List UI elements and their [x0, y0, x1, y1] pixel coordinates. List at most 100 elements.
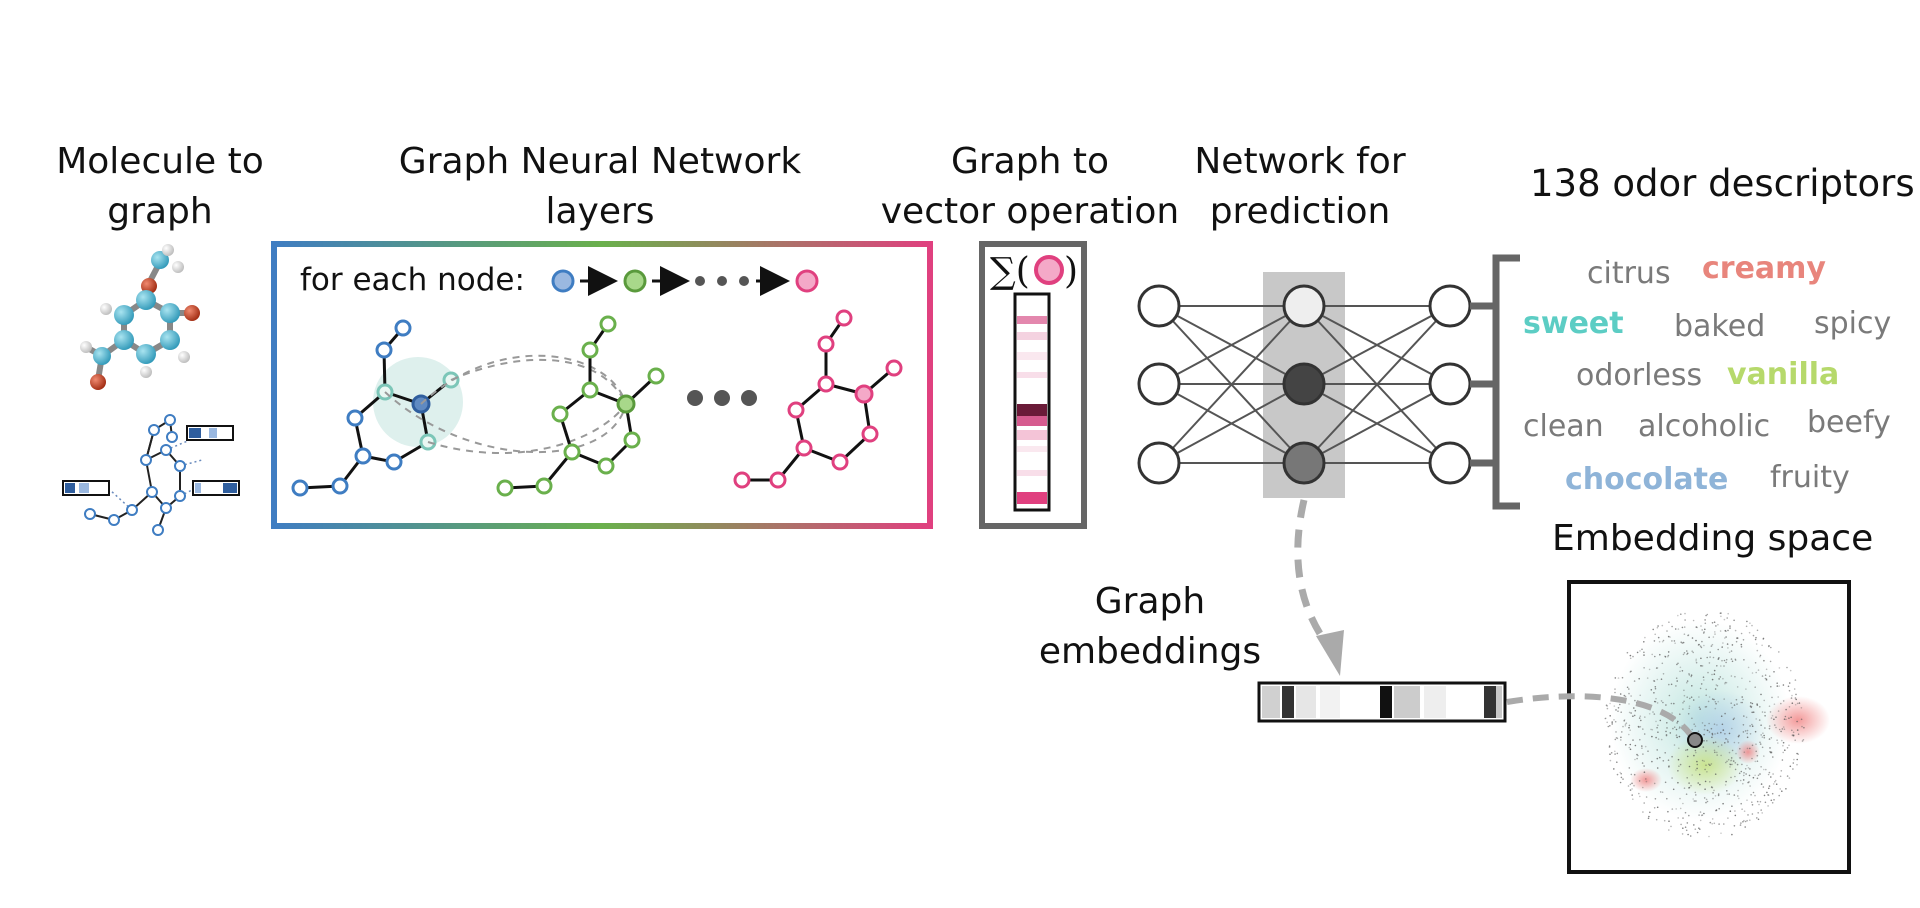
scatter-dot: [1764, 715, 1766, 717]
scatter-dot: [1717, 623, 1719, 626]
scatter-dot: [1693, 754, 1695, 757]
scatter-dot: [1742, 639, 1745, 641]
for-each-node-text: for each node:: [300, 262, 525, 298]
scatter-dot: [1738, 797, 1740, 800]
molecule-label-line2: graph: [107, 191, 213, 232]
scatter-dot: [1711, 736, 1713, 739]
scatter-dot: [1706, 729, 1708, 731]
scatter-dot: [1695, 639, 1697, 642]
scatter-dot: [1788, 689, 1791, 692]
scatter-dot: [1703, 631, 1705, 633]
scatter-dot: [1605, 717, 1607, 720]
scatter-dot: [1680, 613, 1682, 615]
scatter-dot: [1691, 685, 1693, 687]
scatter-dot: [1634, 699, 1636, 702]
scatter-dot: [1767, 805, 1769, 807]
scatter-dot: [1679, 763, 1682, 766]
embeddings-label-line2: embeddings: [1038, 631, 1262, 672]
scatter-dot: [1700, 646, 1703, 649]
scatter-dot: [1730, 658, 1733, 660]
scatter-dot: [1703, 760, 1705, 762]
scatter-dot: [1713, 621, 1716, 623]
scatter-dot: [1629, 671, 1632, 673]
scatter-dot: [1751, 813, 1754, 815]
scatter-dot: [1632, 655, 1634, 658]
feature-vector-icon: [62, 480, 110, 496]
scatter-dot: [1781, 790, 1783, 792]
scatter-dot: [1743, 659, 1745, 661]
scatter-dot: [1704, 619, 1706, 621]
scatter-dot: [1730, 759, 1732, 762]
scatter-dot: [1690, 675, 1692, 678]
scatter-dot: [1777, 696, 1779, 698]
scatter-dot: [1646, 677, 1649, 679]
scatter-dot: [1695, 658, 1697, 661]
scatter-dot: [1652, 628, 1654, 631]
scatter-dot: [1644, 716, 1646, 718]
scatter-dot: [1690, 784, 1692, 787]
scatter-dot: [1782, 751, 1784, 754]
scatter-dot: [1769, 747, 1771, 749]
scatter-dot: [1692, 619, 1695, 622]
scatter-dot: [1776, 682, 1778, 684]
scatter-dot: [1686, 696, 1688, 698]
scatter-dot: [1751, 702, 1754, 705]
scatter-dot: [1744, 768, 1747, 770]
scatter-dot: [1630, 712, 1632, 714]
scatter-dot: [1703, 644, 1705, 647]
scatter-dot: [1713, 789, 1715, 792]
scatter-dot: [1796, 758, 1798, 761]
scatter-dot: [1715, 702, 1717, 705]
scatter-dot: [1728, 732, 1731, 735]
scatter-dot: [1725, 661, 1727, 664]
prediction-network-icon: [1137, 254, 1520, 510]
scatter-dot: [1686, 755, 1689, 758]
scatter-dot: [1774, 781, 1776, 783]
pink-node-icon: [795, 269, 819, 293]
scatter-dot: [1734, 629, 1737, 632]
scatter-dot: [1714, 633, 1716, 635]
scatter-dot: [1654, 655, 1656, 658]
scatter-dot: [1638, 677, 1640, 680]
scatter-dot: [1706, 771, 1708, 773]
scatter-dot: [1716, 754, 1718, 756]
scatter-dot: [1782, 700, 1785, 702]
scatter-dot: [1720, 612, 1722, 614]
scatter-dot: [1604, 717, 1607, 720]
scatter-dot: [1705, 705, 1708, 708]
scatter-dot: [1731, 644, 1734, 646]
scatter-dot: [1746, 732, 1748, 735]
scatter-dot: [1726, 760, 1728, 763]
scatter-dot: [1777, 742, 1779, 744]
scatter-dot: [1725, 658, 1728, 661]
scatter-dot: [1781, 759, 1784, 761]
scatter-dot: [1778, 728, 1781, 731]
scatter-dot: [1664, 781, 1667, 784]
scatter-dot: [1638, 792, 1640, 795]
scatter-dot: [1626, 651, 1629, 654]
scatter-dot: [1677, 720, 1679, 723]
scatter-dot: [1667, 651, 1670, 653]
scatter-dot: [1749, 733, 1752, 735]
scatter-dot: [1723, 659, 1726, 662]
scatter-dot: [1715, 625, 1717, 627]
scatter-dot: [1701, 640, 1703, 643]
scatter-dot: [1678, 727, 1681, 729]
scatter-dot: [1759, 741, 1761, 744]
scatter-dot: [1663, 819, 1666, 822]
scatter-dot: [1688, 782, 1690, 784]
scatter-dot: [1756, 649, 1759, 652]
scatter-dot: [1730, 776, 1732, 779]
scatter-dot: [1714, 688, 1717, 690]
scatter-dot: [1622, 725, 1624, 728]
scatter-dot: [1643, 733, 1646, 735]
scatter-dot: [1700, 657, 1702, 660]
scatter-dot: [1688, 707, 1691, 710]
scatter-dot: [1700, 683, 1703, 685]
scatter-dot: [1701, 629, 1703, 631]
scatter-dot: [1654, 633, 1656, 636]
scatter-dot: [1754, 730, 1757, 733]
scatter-dot: [1639, 738, 1641, 741]
scatter-dot: [1667, 759, 1670, 761]
scatter-dot: [1622, 778, 1624, 780]
